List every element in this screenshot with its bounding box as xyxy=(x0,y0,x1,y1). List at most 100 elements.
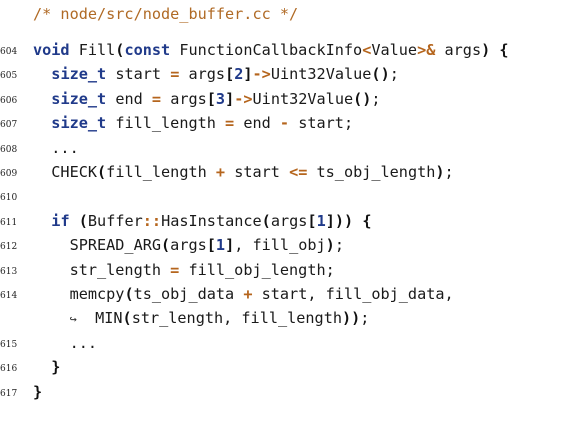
line-code: } xyxy=(33,380,42,404)
line-number: 608 xyxy=(0,144,18,155)
code-token: args xyxy=(170,236,207,255)
code-token: ; xyxy=(389,65,399,84)
code-token: ts_obj_length xyxy=(307,163,436,181)
line-number: 610 xyxy=(0,193,18,204)
code-token: ; xyxy=(334,236,344,255)
code-token: [ xyxy=(307,211,317,230)
code-token xyxy=(33,65,51,83)
line-code: ↪ MIN(str_length, fill_length)); xyxy=(33,306,370,331)
code-token xyxy=(33,212,51,230)
line-number: 607 xyxy=(0,120,18,131)
code-token: CHECK xyxy=(33,163,98,181)
code-token: MIN xyxy=(76,309,123,328)
code-token: ... xyxy=(33,138,79,157)
code-token: -> xyxy=(252,65,271,84)
code-token: if xyxy=(51,211,70,230)
code-token: str_length xyxy=(33,260,171,279)
code-token: ; xyxy=(371,89,381,108)
code-token: )) xyxy=(342,309,361,328)
code-token: Buffer xyxy=(87,211,143,230)
line-number: 615 xyxy=(0,339,18,350)
line-code: SPREAD_ARG(args[1], fill_obj); xyxy=(33,233,344,257)
code-token: SPREAD_ARG xyxy=(33,236,162,255)
line-code: str_length = fill_obj_length; xyxy=(33,258,335,282)
code-token: fill_length xyxy=(106,114,226,133)
line-code: ... xyxy=(33,331,97,355)
code-token: ( xyxy=(122,309,132,328)
code-token: ; xyxy=(360,309,370,328)
code-token: memcpy xyxy=(33,285,125,303)
line-number: 605 xyxy=(0,71,18,82)
code-token: 2 xyxy=(234,65,244,84)
line-number: 609 xyxy=(0,169,18,179)
code-token: start, fill_obj_data, xyxy=(252,285,454,303)
code-token: [ xyxy=(206,236,216,255)
code-token: ( xyxy=(78,211,88,230)
code-token: ) xyxy=(325,236,335,255)
line-code: ... xyxy=(33,136,79,160)
code-token xyxy=(353,212,362,230)
code-token xyxy=(33,90,51,108)
code-token: ... xyxy=(33,333,98,352)
code-token: } xyxy=(51,358,61,377)
code-token: ↪ xyxy=(69,312,77,327)
code-token: Uint32Value xyxy=(270,65,372,84)
line-number: 606 xyxy=(0,95,18,106)
code-token: ])) xyxy=(325,211,354,230)
code-token: start xyxy=(106,65,171,84)
line-number: 604 xyxy=(0,47,18,57)
code-token: = xyxy=(170,260,180,279)
line-code: size_t fill_length = end - start; xyxy=(33,111,353,135)
line-number: 616 xyxy=(0,364,18,375)
code-token: const xyxy=(124,41,171,59)
code-token: ] xyxy=(243,65,253,84)
line-number: 612 xyxy=(0,242,18,253)
code-token: [ xyxy=(206,89,216,108)
code-token: [ xyxy=(225,65,235,84)
code-token xyxy=(70,212,79,230)
code-token: Value xyxy=(371,41,418,59)
code-token: size_t xyxy=(51,89,107,108)
code-token: args xyxy=(161,89,207,108)
code-token: end xyxy=(106,89,152,108)
code-token: FunctionCallbackInfo xyxy=(170,41,363,59)
code-token: ) xyxy=(435,163,445,181)
line-number: 611 xyxy=(0,217,18,228)
code-token: { xyxy=(362,211,372,230)
code-token: ts_obj_data xyxy=(133,285,244,303)
code-token: ( xyxy=(115,41,125,59)
code-token: ( xyxy=(161,236,171,255)
code-token: Fill xyxy=(69,41,116,59)
code-token: ; xyxy=(444,163,454,181)
code-token: size_t xyxy=(51,65,107,84)
code-token: str_length, fill_length xyxy=(131,309,342,328)
code-token: 3 xyxy=(215,89,226,108)
code-token: HasInstance xyxy=(161,211,262,230)
code-token: = xyxy=(170,65,180,84)
line-number: 614 xyxy=(0,291,18,301)
code-token: + xyxy=(243,285,253,303)
code-token: fill_length xyxy=(106,163,216,181)
code-token: fill_obj_length; xyxy=(179,260,335,279)
code-token: < xyxy=(362,41,372,59)
code-token: ] xyxy=(225,89,235,108)
code-token: args xyxy=(179,65,226,84)
line-number: 617 xyxy=(0,388,18,399)
code-token: void xyxy=(33,41,70,59)
code-token: = xyxy=(225,114,235,133)
line-code: if (Buffer::HasInstance(args[1])) { xyxy=(33,209,371,233)
line-code: memcpy(ts_obj_data + start, fill_obj_dat… xyxy=(33,282,454,306)
code-token: ) xyxy=(481,41,491,59)
code-token: <= xyxy=(289,163,308,181)
line-code: size_t end = args[3]->Uint32Value(); xyxy=(33,87,381,111)
code-token xyxy=(33,358,51,376)
code-token: () xyxy=(371,65,390,84)
code-token: size_t xyxy=(51,114,107,133)
code-token: start xyxy=(225,163,290,181)
code-token: ( xyxy=(124,285,134,303)
code-token: ] xyxy=(225,236,235,255)
line-code: } xyxy=(33,355,60,379)
code-token: start; xyxy=(289,114,354,133)
code-token: { xyxy=(499,41,509,59)
